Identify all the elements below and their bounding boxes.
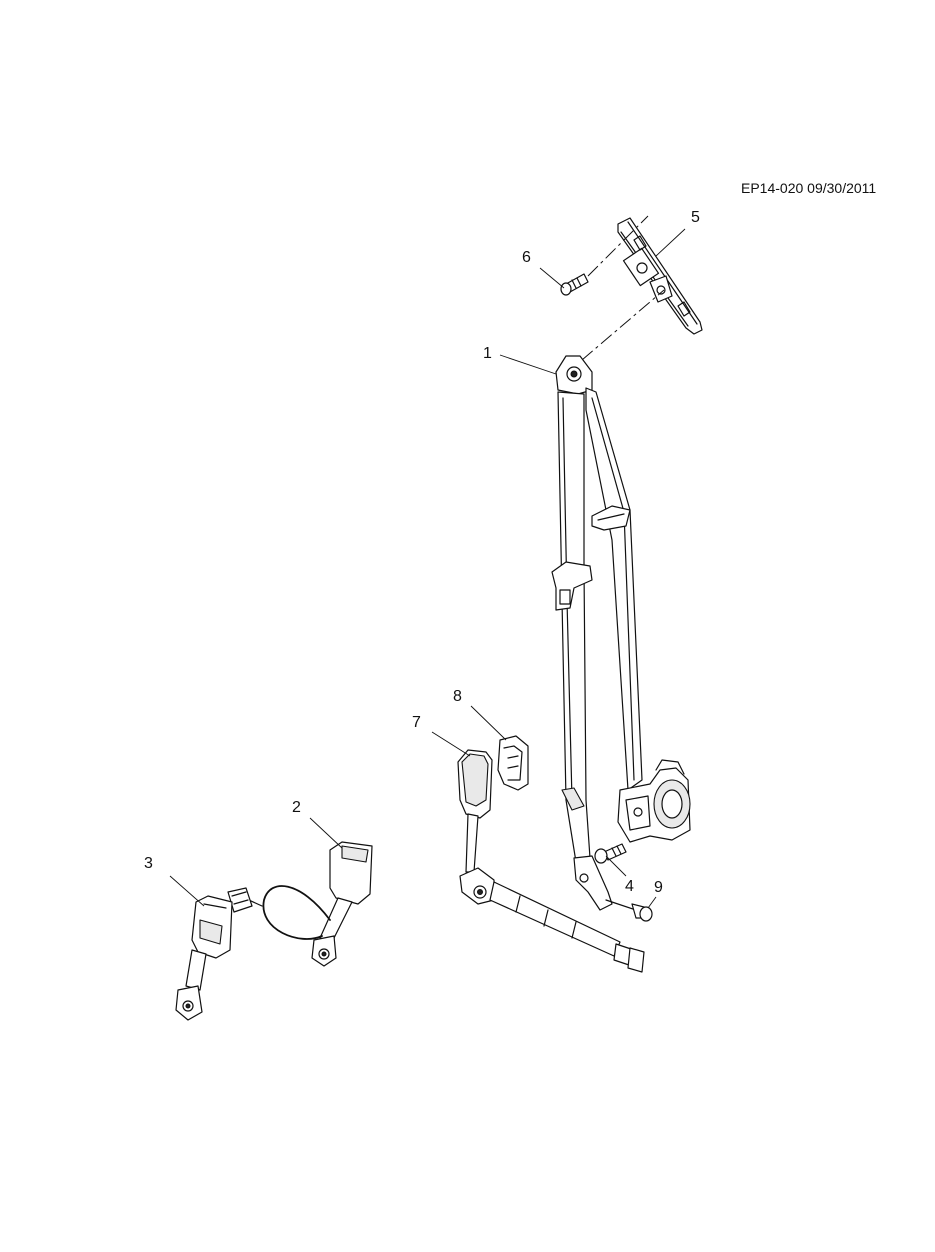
part-1-seat-belt-assembly [551,355,691,911]
callout-1: 1 [483,345,492,362]
part-3-buckle [175,895,233,1021]
callout-6: 6 [522,249,531,266]
part-5-height-adjuster [617,217,703,335]
part-6-bolt [560,273,589,296]
part-4-bolt [594,843,627,864]
part-9-bolt [605,899,653,922]
callout-3: 3 [144,855,153,872]
callout-8: 8 [453,688,462,705]
part-7-buckle-assembly [457,749,645,973]
callout-4: 4 [625,878,634,895]
callout-5: 5 [691,209,700,226]
assembly-line-anchor [581,289,665,361]
callout-9: 9 [654,879,663,896]
callout-7: 7 [412,714,421,731]
part-8-buckle-cover [497,735,529,791]
assembly-line-bolt [587,215,649,277]
callout-2: 2 [292,799,301,816]
document-id: EP14-020 09/30/2011 [741,180,877,196]
leader-lines [169,228,686,909]
part-2-buckle-with-harness [227,841,373,967]
